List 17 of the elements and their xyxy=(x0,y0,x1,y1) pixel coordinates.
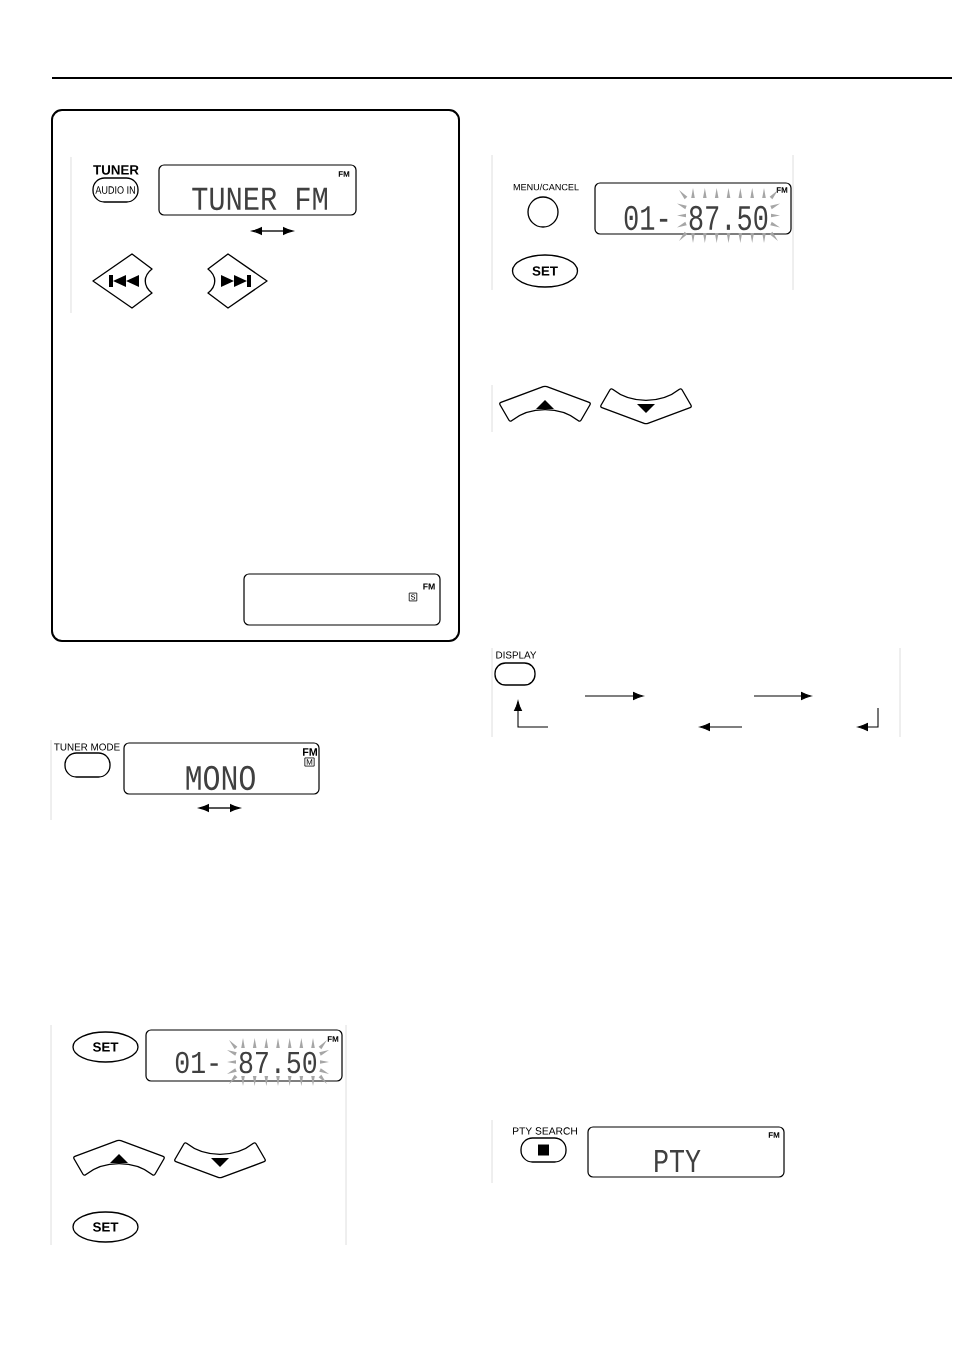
button-label: MENU/CANCEL xyxy=(513,183,579,191)
button-label: DISPLAY xyxy=(496,651,537,659)
button-label: PTY SEARCH xyxy=(513,1127,577,1135)
band-indicator: FM xyxy=(776,187,788,193)
band-indicator: FM xyxy=(338,171,350,177)
band-indicator: FM xyxy=(423,583,435,590)
push-button: SET xyxy=(511,254,579,288)
band-indicator: FM xyxy=(327,1036,339,1042)
band-indicator: FM xyxy=(303,748,317,756)
push-button: SET xyxy=(72,1031,139,1063)
panel-frame xyxy=(51,109,460,642)
band-indicator: FM xyxy=(768,1132,780,1138)
button-label: TUNER xyxy=(93,165,139,175)
push-button: SET xyxy=(72,1211,139,1243)
boxed-indicator: M xyxy=(304,757,315,767)
push-button: AUDIO IN xyxy=(92,177,139,203)
button-label: TUNER MODE xyxy=(54,743,120,751)
